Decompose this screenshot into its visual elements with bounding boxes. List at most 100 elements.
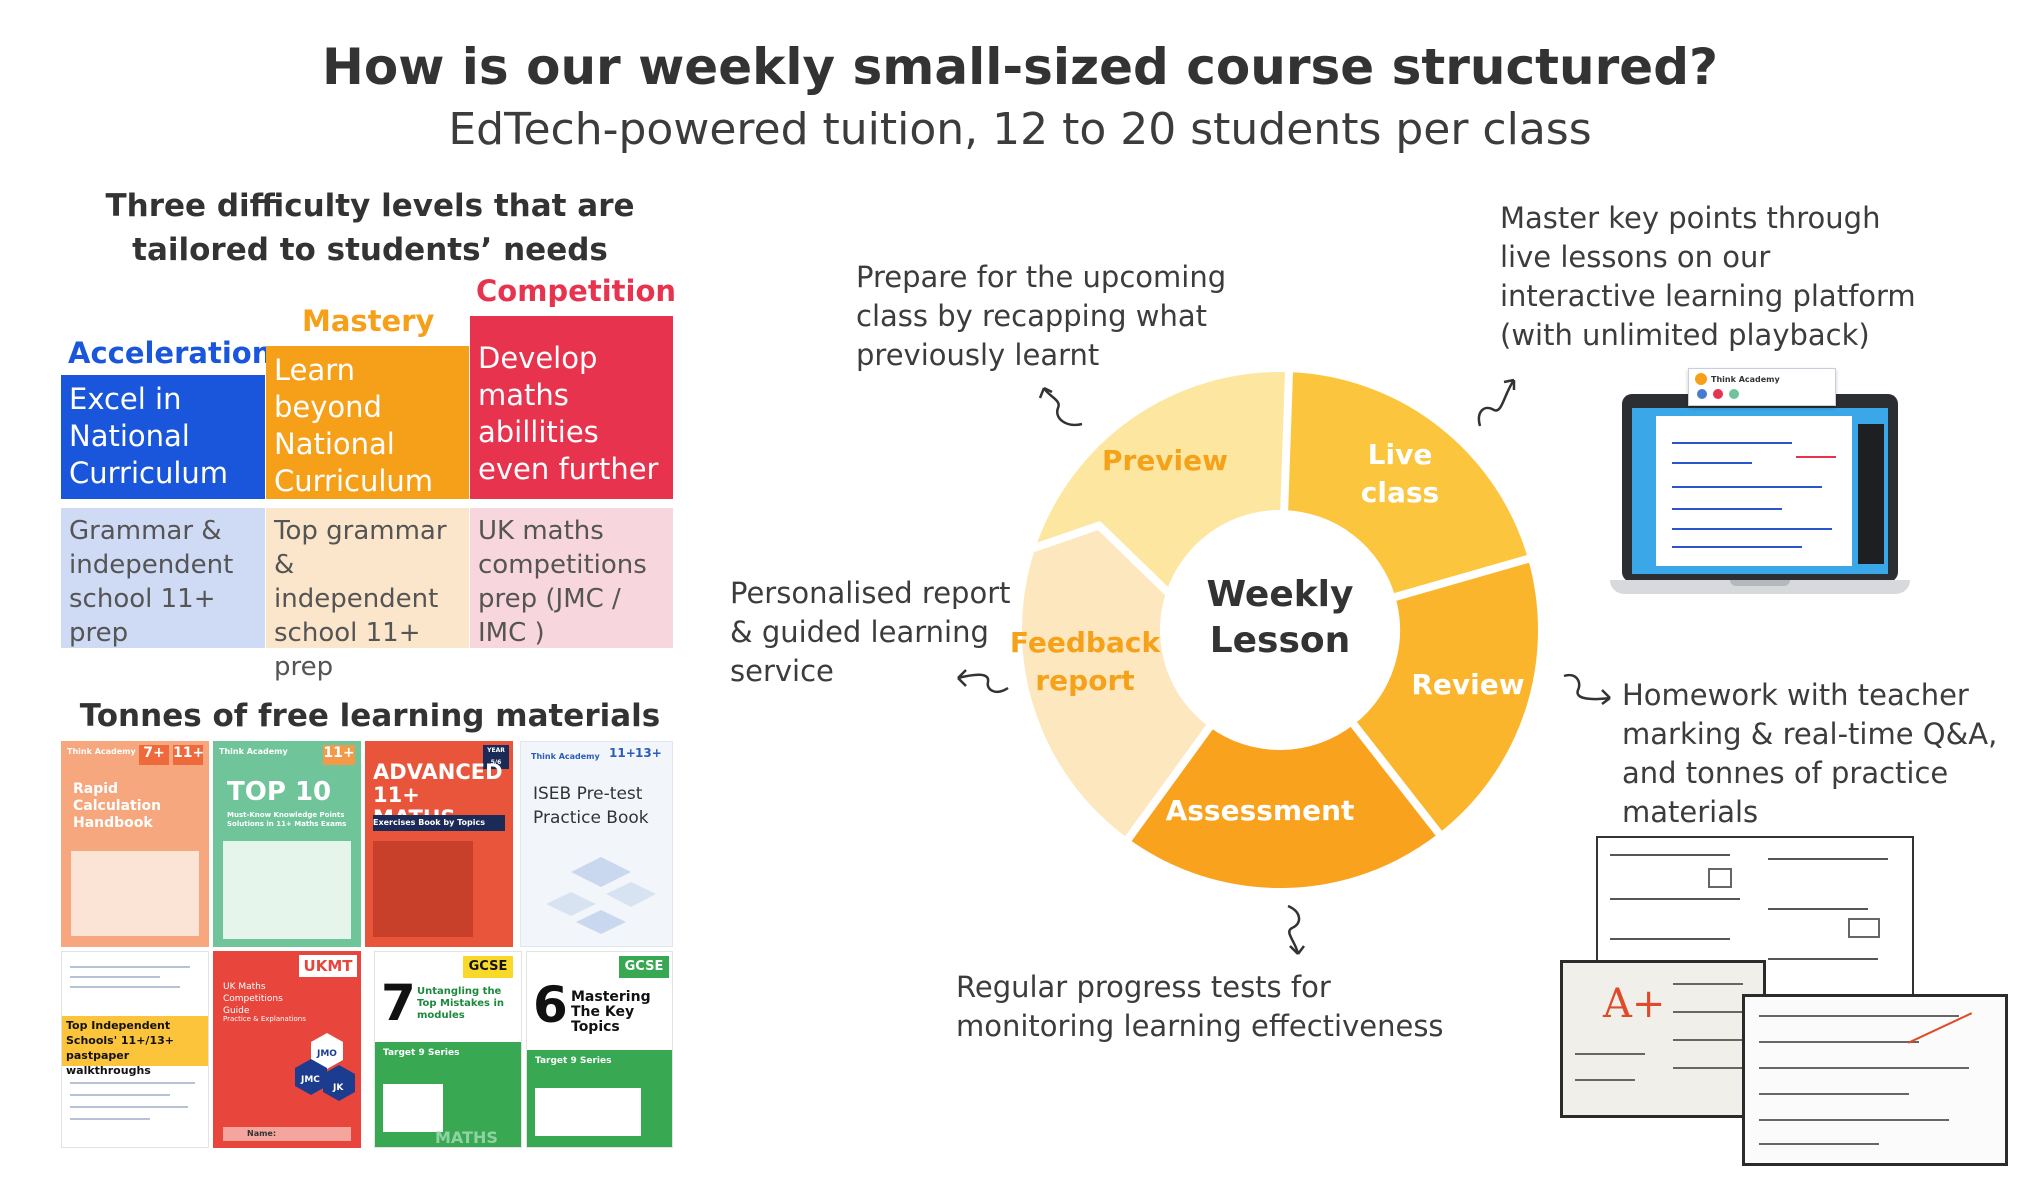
book-cube-art bbox=[546, 857, 656, 934]
homework-sheet-3 bbox=[1742, 994, 2008, 1166]
sheet-line bbox=[1759, 1015, 1959, 1017]
page-line bbox=[70, 1118, 150, 1120]
book-title: Untangling the Top Mistakes in modules bbox=[417, 986, 505, 1021]
app-window-header: Think Academy bbox=[1688, 368, 1836, 406]
sheet-line bbox=[1759, 1143, 1879, 1145]
caption-line: monitoring learning effectiveness bbox=[956, 1009, 1444, 1043]
laptop-base bbox=[1610, 580, 1910, 594]
book-hex-art bbox=[295, 1033, 355, 1101]
level-sub-line: & independent bbox=[274, 550, 439, 614]
page-line bbox=[70, 1106, 188, 1108]
level-sub-line: Top grammar bbox=[274, 516, 447, 546]
book-subtitle: Practice & Explanations bbox=[223, 1015, 306, 1023]
book-brand: Think Academy bbox=[67, 747, 136, 756]
level-name: Acceleration bbox=[68, 336, 273, 370]
book-title: Mastering The Key Topics bbox=[571, 989, 651, 1035]
avatar bbox=[1713, 389, 1723, 399]
book-subtitle: Must-Know Knowledge Points Solutions in … bbox=[227, 811, 347, 828]
segment-label-line: Live bbox=[1367, 438, 1433, 471]
arrow-icon-live bbox=[1477, 378, 1516, 427]
arrow-icon-preview bbox=[1038, 386, 1083, 427]
materials-heading: Tonnes of free learning materials bbox=[79, 698, 661, 734]
book-page-preview bbox=[223, 841, 351, 939]
caption-line: Regular progress tests for bbox=[956, 970, 1331, 1004]
hex-label: JMO bbox=[317, 1049, 337, 1059]
book-page-preview bbox=[535, 1088, 641, 1136]
segment-label-assessment: Assessment bbox=[1150, 792, 1370, 830]
caption-preview: Prepare for the upcoming class by recapp… bbox=[856, 258, 1276, 375]
book-page-preview bbox=[383, 1084, 443, 1132]
segment-label-feedback: Feedback report bbox=[1000, 624, 1170, 700]
tick-mark bbox=[1907, 1012, 1973, 1044]
sheet-line bbox=[1575, 1053, 1645, 1055]
level-sub-line: school 11+ bbox=[274, 618, 421, 648]
book-top-10[interactable]: Think Academy 11+ TOP 10 Must-Know Knowl… bbox=[213, 741, 361, 947]
caption-line: (with unlimited playback) bbox=[1500, 318, 1870, 352]
level-desc: Learn beyond National Curriculum bbox=[266, 346, 469, 499]
board-line bbox=[1672, 462, 1752, 464]
level-desc-line: Curriculum bbox=[274, 464, 434, 498]
levels-heading: Three difficulty levels that are tailore… bbox=[60, 184, 680, 272]
book-page-preview bbox=[373, 841, 473, 937]
page-line bbox=[70, 986, 180, 988]
book-7-modules[interactable]: GCSE 7 Untangling the Top Mistakes in mo… bbox=[374, 951, 522, 1148]
book-advanced-11-maths[interactable]: YEAR 5/6 ADVANCED 11+ MATHS Exercises Bo… bbox=[365, 741, 513, 947]
caption-line: & guided learning bbox=[730, 615, 989, 649]
level-desc-line: National bbox=[274, 427, 395, 461]
avatar bbox=[1697, 389, 1707, 399]
sheet-line bbox=[1759, 1093, 1909, 1095]
level-desc: Develop maths abillities even further bbox=[470, 316, 673, 499]
laptop-brand: Think Academy bbox=[1711, 375, 1780, 384]
book-6-key-topics[interactable]: GCSE 6 Mastering The Key Topics Target 9… bbox=[526, 951, 673, 1148]
book-ukmt-guide[interactable]: UKMT UK Maths Competitions Guide Practic… bbox=[213, 951, 361, 1148]
cube-sketch bbox=[1708, 868, 1732, 888]
book-series: Target 9 Series bbox=[383, 1048, 460, 1058]
caption-line: and tonnes of practice bbox=[1622, 756, 1949, 790]
book-badge: YEAR 5/6 bbox=[483, 745, 509, 769]
caption-line: live lessons on our bbox=[1500, 240, 1771, 274]
arrow-icon-review bbox=[1563, 673, 1611, 705]
cycle-segment-feedback bbox=[1014, 521, 1216, 846]
sheet-line bbox=[1575, 1079, 1635, 1081]
sheet-line bbox=[1759, 1067, 1969, 1069]
book-title: Top Independent Schools' 11+/13+ pastpap… bbox=[62, 1016, 208, 1077]
segment-label-line: Assessment bbox=[1165, 794, 1355, 827]
level-sub-line: UK maths bbox=[478, 516, 604, 546]
book-rapid-calculation[interactable]: Think Academy 7+ 11+ Rapid Calculation H… bbox=[61, 741, 209, 947]
segment-label-preview: Preview bbox=[1080, 442, 1250, 480]
sheet-line bbox=[1759, 1119, 1949, 1121]
level-sub-line: Grammar & bbox=[69, 516, 222, 546]
hex-label: JK bbox=[333, 1083, 344, 1093]
segment-label-line: class bbox=[1360, 476, 1440, 509]
caption-assessment: Regular progress tests for monitoring le… bbox=[956, 968, 1516, 1046]
logo-icon bbox=[1695, 373, 1707, 385]
book-badge: 11+ bbox=[323, 745, 355, 765]
center-line: Lesson bbox=[1209, 620, 1351, 661]
level-desc-line: Develop bbox=[478, 341, 598, 375]
book-iseb-pretest[interactable]: Think Academy 11+ 13+ ISEB Pre-test Prac… bbox=[520, 741, 673, 947]
page-line bbox=[70, 976, 160, 978]
book-number: 7 bbox=[381, 974, 416, 1032]
segment-label-live: Live class bbox=[1320, 436, 1480, 512]
page-subtitle: EdTech-powered tuition, 12 to 20 student… bbox=[448, 104, 1592, 155]
caption-line: Master key points through bbox=[1500, 201, 1881, 235]
book-pastpaper-walkthroughs[interactable]: Top Independent Schools' 11+/13+ pastpap… bbox=[61, 951, 209, 1148]
level-sub-line: prep bbox=[274, 652, 334, 682]
level-desc-line: Learn bbox=[274, 353, 356, 387]
cycle-segment-assessment bbox=[1120, 717, 1446, 896]
cycle-segment-live bbox=[1280, 364, 1536, 620]
book-badge: GCSE bbox=[619, 956, 669, 978]
level-sub-line: competitions bbox=[478, 550, 647, 580]
participant-panel bbox=[1858, 424, 1884, 564]
sheet-line bbox=[1673, 1039, 1743, 1041]
sheet-line bbox=[1768, 908, 1868, 910]
level-sub: Grammar & independent school 11+ prep bbox=[61, 508, 265, 648]
sheet-line bbox=[1610, 938, 1730, 940]
book-subtitle: Exercises Book by Topics bbox=[373, 815, 505, 831]
level-name: Competition bbox=[476, 274, 677, 308]
level-sub-line: school 11+ bbox=[69, 584, 216, 614]
level-desc-line: maths bbox=[478, 378, 569, 412]
caption-line: interactive learning platform bbox=[1500, 279, 1916, 313]
caption-line: materials bbox=[1622, 795, 1759, 829]
